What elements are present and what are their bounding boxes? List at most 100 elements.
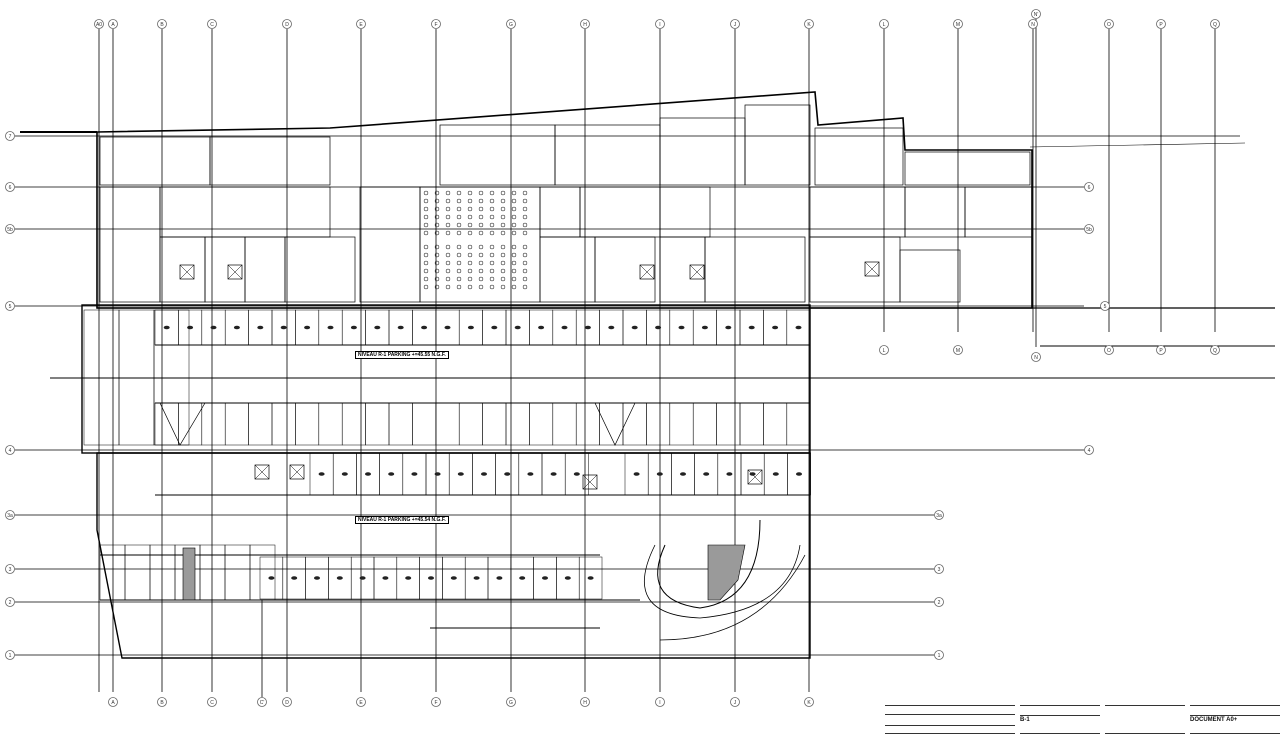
room-21 <box>809 236 901 303</box>
auditorium-seat <box>500 190 506 196</box>
auditorium-seat <box>489 284 495 290</box>
grid-column-mid-O-label: O <box>1107 348 1111 354</box>
grid-column-top-J-label: J <box>734 22 737 28</box>
auditorium-seat <box>500 214 506 220</box>
grid-column-top-H-bubble <box>580 19 590 29</box>
parking-stall <box>564 452 589 496</box>
auditorium-seat <box>522 252 528 258</box>
room-6 <box>204 236 246 303</box>
grid-column-bottom-G-label: G <box>509 700 513 706</box>
ramp-curve-outer <box>644 544 801 619</box>
auditorium-seat <box>423 206 429 212</box>
grid-row-left-1-label: 1 <box>9 653 12 659</box>
room-20 <box>964 186 1033 238</box>
auditorium-seat <box>522 206 528 212</box>
parking-stall <box>529 402 554 446</box>
auditorium-seat <box>445 284 451 290</box>
auditorium-seat <box>500 244 506 250</box>
parking-stall <box>154 402 179 446</box>
elevator-cross <box>254 464 270 480</box>
auditorium-seat <box>511 230 517 236</box>
car-symbol <box>421 325 428 330</box>
car-symbol <box>584 325 591 330</box>
grid-row-left-2-bubble <box>5 597 15 607</box>
room-15 <box>659 186 711 238</box>
grid-column-top-I-label: I <box>659 22 660 28</box>
grid-column-bottom-C'-label: C' <box>260 700 265 706</box>
auditorium-seat <box>478 222 484 228</box>
parking-stall <box>365 402 390 446</box>
car-symbol <box>680 472 686 476</box>
auditorium-seat <box>467 230 473 236</box>
auditorium-seat <box>500 230 506 236</box>
car-symbol <box>382 576 389 580</box>
car-symbol <box>655 325 662 330</box>
car-symbol <box>656 472 663 476</box>
grid-row-left-1-bubble <box>5 650 15 660</box>
auditorium-seat <box>478 198 484 204</box>
auditorium-seat <box>467 260 473 266</box>
grid-column-top-M-bubble <box>953 19 963 29</box>
auditorium-seat <box>478 190 484 196</box>
auditorium-seat <box>445 214 451 220</box>
auditorium-seat <box>522 230 528 236</box>
auditorium-seat <box>456 276 462 282</box>
level-name: B-1 <box>1020 715 1100 723</box>
room-5 <box>159 236 206 303</box>
grid-row-left-5-label: 5 <box>9 304 12 310</box>
grid-row-right-6-bubble <box>1084 182 1094 192</box>
auditorium-seat <box>467 268 473 274</box>
grid-row-right-1-bubble <box>934 650 944 660</box>
parking-stall <box>482 402 507 446</box>
grid-row-right-2-bubble <box>934 597 944 607</box>
elevator-core <box>747 469 763 485</box>
elevator-cross <box>689 264 705 280</box>
car-symbol <box>268 576 275 580</box>
auditorium-seat <box>434 190 440 196</box>
auditorium-seat <box>489 206 495 212</box>
auditorium-seat <box>467 244 473 250</box>
parking-stall <box>646 402 671 446</box>
car-symbol <box>359 576 366 580</box>
car-symbol <box>434 472 441 476</box>
grid-column-top-P-label: P <box>1159 22 1163 28</box>
document-format: DOCUMENT A0+ <box>1190 715 1280 723</box>
room-27 <box>814 127 904 186</box>
auditorium-seat <box>456 244 462 250</box>
grid-row-right-1-label: 1 <box>938 653 941 659</box>
grid-column-bottom-B-bubble <box>157 697 167 707</box>
car-symbol <box>491 325 498 330</box>
parking-stall <box>412 402 437 446</box>
grid-column-top-N'-bubble <box>1031 9 1041 19</box>
elevator-cross <box>582 474 598 490</box>
grid-row-right-3a-bubble <box>934 510 944 520</box>
parking-stall <box>341 402 366 446</box>
parking-stall <box>318 402 343 446</box>
room-10 <box>419 186 541 303</box>
grid-row-left-5b-label: 5b <box>7 227 13 233</box>
grid-column-top-C-bubble <box>207 19 217 29</box>
car-symbol <box>411 472 418 476</box>
grid-column-top-N-bubble <box>1028 19 1038 29</box>
grid-column-mid-Q-bubble <box>1210 345 1220 355</box>
ramp-center <box>594 402 636 446</box>
parking-stall <box>271 402 296 446</box>
grid-row-left-4-bubble <box>5 445 15 455</box>
auditorium-seat <box>511 284 517 290</box>
room-2 <box>209 136 331 186</box>
auditorium-seat <box>434 222 440 228</box>
room-14 <box>594 236 656 303</box>
car-symbol <box>444 325 451 330</box>
grid-column-mid-P-label: P <box>1159 348 1163 354</box>
car-symbol <box>587 576 594 580</box>
auditorium-seat <box>500 198 506 204</box>
auditorium-seat <box>434 268 440 274</box>
parking-stall <box>578 556 603 600</box>
car-symbol <box>336 576 343 580</box>
grid-row-right-4-label: 4 <box>1088 448 1091 454</box>
hatched-zone <box>707 544 746 601</box>
grid-row-left-6-label: 6 <box>9 185 12 191</box>
grid-column-top-O-label: O <box>1107 22 1111 28</box>
auditorium-seat <box>456 260 462 266</box>
